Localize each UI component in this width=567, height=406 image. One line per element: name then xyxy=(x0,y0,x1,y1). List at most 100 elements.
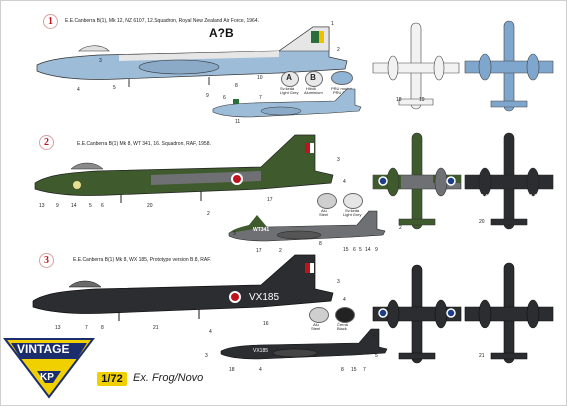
callout-5: 5 xyxy=(375,353,378,359)
callout-6: 6 xyxy=(373,333,376,339)
callout-6b: 6 xyxy=(353,247,356,253)
callout-13: 13 xyxy=(39,203,45,209)
callout-3-small: 3 xyxy=(205,353,208,359)
swatch-3a-label2: Steel xyxy=(311,326,321,331)
aircraft-2-bottom-view xyxy=(464,132,554,230)
callout-8: 8 xyxy=(101,325,104,331)
callout-17: 17 xyxy=(267,197,273,203)
callout-7: 7 xyxy=(259,95,262,101)
aircraft-3-small-side xyxy=(220,328,388,360)
callout-6: 6 xyxy=(223,95,226,101)
callout-1: 1 xyxy=(331,21,334,27)
callout-8-small: 8 xyxy=(341,367,344,373)
aircraft-2-top-view xyxy=(372,132,462,230)
section-3-serial: VX185 xyxy=(249,292,280,303)
callout-3: 3 xyxy=(99,58,102,64)
callout-5: 5 xyxy=(89,203,92,209)
swatch-b-label1: Hliník xyxy=(306,86,317,91)
swatch-3b-label2: Black xyxy=(337,326,347,331)
callout-7: 7 xyxy=(85,325,88,331)
aircraft-1-side-view xyxy=(36,26,348,87)
callout-3: 3 xyxy=(337,279,340,285)
swatch-light-grey-2 xyxy=(343,193,363,209)
callout-21-bottom: 21 xyxy=(479,353,485,359)
callout-3-small: 3 xyxy=(233,231,236,237)
swatch-pru-label2: PRU Blue xyxy=(333,90,351,95)
callout-6: 6 xyxy=(101,203,104,209)
callout-4: 4 xyxy=(343,297,346,303)
swatch-letter-a: A xyxy=(286,73,292,82)
callout-18: 18 xyxy=(229,367,235,373)
section-3-badge: 3 xyxy=(39,253,54,268)
callout-16: 16 xyxy=(263,321,269,327)
callout-15: 15 xyxy=(343,247,349,253)
swatch-aluminium xyxy=(305,71,323,87)
callout-19: 19 xyxy=(419,97,425,103)
swatch-a-label2: Light Grey xyxy=(280,90,299,95)
section-2-serial-bottom-left: WT341 xyxy=(467,193,493,202)
swatch-pru-blue xyxy=(331,71,353,85)
callout-9: 9 xyxy=(56,203,59,209)
aircraft-3-top-view xyxy=(372,264,462,364)
callout-14: 14 xyxy=(71,203,77,209)
callout-10: 10 xyxy=(257,75,263,81)
callout-4: 4 xyxy=(343,179,346,185)
section-2-serial-small: WT341 xyxy=(253,227,270,233)
section-1-badge: 1 xyxy=(43,14,58,29)
aircraft-1-small-side xyxy=(212,88,362,118)
swatch-3a-label1: Alu xyxy=(313,322,319,327)
callout-14b: 14 xyxy=(365,247,371,253)
kit-origin: Ex. Frog/Novo xyxy=(133,372,204,384)
scale-badge: 1/72 xyxy=(97,372,127,386)
swatch-2a-label2: Steel xyxy=(319,212,329,217)
swatch-b-label2: Aluminium xyxy=(304,90,323,95)
callout-2: 2 xyxy=(207,211,210,217)
callout-17-small: 17 xyxy=(256,248,262,254)
aircraft-2-side-view xyxy=(34,134,334,203)
callout-15: 15 xyxy=(351,367,357,373)
aircraft-1-bottom-view xyxy=(464,20,554,112)
callout-9: 9 xyxy=(206,93,209,99)
section-3-serial-bottom-left: VX185 xyxy=(467,327,492,336)
aircraft-2-small-side xyxy=(228,210,386,242)
swatch-3b-label1: Černá xyxy=(337,322,348,327)
aircraft-3-side-view xyxy=(32,254,334,321)
callout-5: 5 xyxy=(113,85,116,91)
section-1-code: A?B xyxy=(209,26,234,40)
callout-5b: 5 xyxy=(359,247,362,253)
callout-3: 3 xyxy=(337,157,340,163)
section-3-serial-bottom-right: VX185 xyxy=(525,327,550,336)
aircraft-3-bottom-view xyxy=(464,262,554,364)
section-2-caption: E.E.Canberra B(1) Mk 8, WT 341, 16. Squa… xyxy=(77,141,211,147)
callout-2-top: 2 xyxy=(399,225,402,231)
callout-21: 21 xyxy=(153,325,159,331)
section-2-badge: 2 xyxy=(39,135,54,150)
callout-20: 20 xyxy=(147,203,153,209)
swatch-2b-label1: Sv.šedá xyxy=(345,208,360,213)
aircraft-1-top-view xyxy=(372,22,460,110)
swatch-alu-steel-2 xyxy=(317,193,337,209)
callout-8: 8 xyxy=(319,241,322,247)
swatch-2a-label1: Alu xyxy=(321,208,327,213)
callout-20-bottom: 20 xyxy=(479,219,485,225)
callout-8: 8 xyxy=(235,83,238,89)
vintage-kp-logo xyxy=(2,338,96,399)
section-2-serial-bottom-right: WT341 xyxy=(525,193,551,202)
section-3-caption: E.E.Canberra B(1) Mk 8, WX 185, Prototyp… xyxy=(73,257,212,263)
swatch-letter-b: B xyxy=(310,73,316,82)
callout-11: 11 xyxy=(235,119,241,125)
section-3-serial-small: VX185 xyxy=(253,348,269,354)
callout-7-small: 7 xyxy=(363,367,366,373)
brand-line2: KP xyxy=(40,372,54,383)
swatch-2b-label2: Light Grey xyxy=(343,212,362,217)
callout-9b: 9 xyxy=(375,247,378,253)
swatch-a-label1: Sv.šedá xyxy=(280,86,295,91)
swatch-black xyxy=(335,307,355,323)
swatch-alu-steel-3 xyxy=(309,307,329,323)
brand-line1: VINTAGE xyxy=(17,342,70,356)
callout-2-small: 2 xyxy=(279,248,282,254)
swatch-pru-label1: PRU modrá xyxy=(331,86,352,91)
callout-4-small: 4 xyxy=(259,367,262,373)
swatch-light-grey xyxy=(281,71,299,87)
